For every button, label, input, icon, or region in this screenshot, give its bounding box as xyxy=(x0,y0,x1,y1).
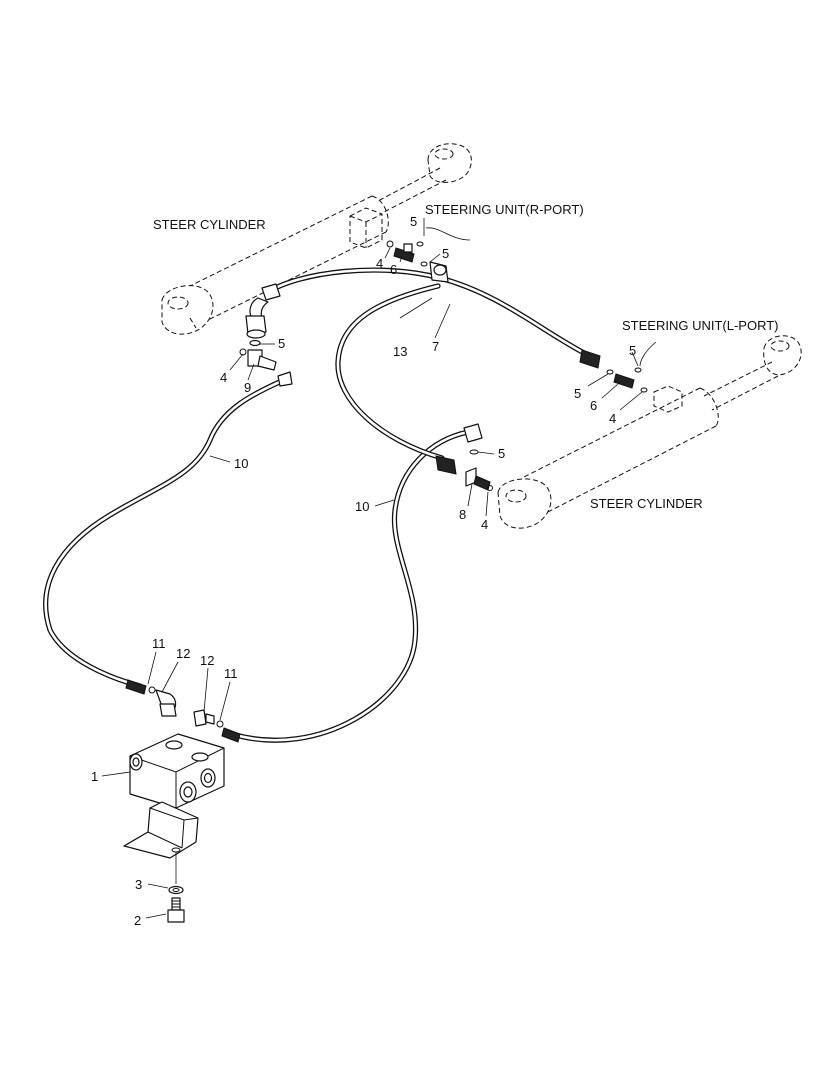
fitting-tee-8 xyxy=(435,423,493,491)
fitting-tee-6-l xyxy=(579,349,648,393)
fitting-tee-9 xyxy=(239,339,293,387)
callout-5: 5 xyxy=(278,336,285,351)
callout-11: 11 xyxy=(152,636,166,651)
callout-3: 3 xyxy=(135,877,142,892)
callout-5: 5 xyxy=(574,386,581,401)
bolt-2 xyxy=(167,897,185,923)
mounting-bracket xyxy=(123,801,199,884)
steer-cylinder-right xyxy=(497,335,802,529)
callout-5: 5 xyxy=(629,343,636,358)
callout-4: 4 xyxy=(220,370,227,385)
callout-4: 4 xyxy=(376,256,383,271)
callout-5: 5 xyxy=(410,214,417,229)
callout-6: 6 xyxy=(590,398,597,413)
callout-8: 8 xyxy=(459,507,466,522)
label-steering-unit-r-port: STEERING UNIT(R-PORT) xyxy=(425,202,584,217)
fitting-elbow-upper-left xyxy=(245,283,281,339)
washer-3 xyxy=(168,885,184,895)
callout-11: 11 xyxy=(224,666,238,681)
label-steer-cylinder-right: STEER CYLINDER xyxy=(590,496,703,511)
callout-4: 4 xyxy=(481,517,488,532)
callout-4: 4 xyxy=(609,411,616,426)
hose-10-left xyxy=(43,377,287,689)
callout-5: 5 xyxy=(498,446,505,461)
callout-2: 2 xyxy=(134,913,141,928)
callout-10: 10 xyxy=(355,499,369,514)
callout-9: 9 xyxy=(244,380,251,395)
fitting-tee-6-r xyxy=(386,240,449,283)
callout-5: 5 xyxy=(442,246,449,261)
leader-lines xyxy=(101,218,657,919)
label-steer-cylinder-left: STEER CYLINDER xyxy=(153,217,266,232)
hose-7 xyxy=(265,267,589,357)
callout-1: 1 xyxy=(91,769,98,784)
hose-13 xyxy=(335,283,445,461)
callout-12: 12 xyxy=(200,653,214,668)
callout-12: 12 xyxy=(176,646,190,661)
fitting-11-12-left xyxy=(125,679,177,717)
label-steering-unit-l-port: STEERING UNIT(L-PORT) xyxy=(622,318,779,333)
callout-7: 7 xyxy=(432,339,439,354)
hose-10-right xyxy=(229,429,471,743)
steer-cylinder-left xyxy=(161,143,472,335)
callout-6: 6 xyxy=(390,262,397,277)
callout-13: 13 xyxy=(393,344,407,359)
fitting-11-12-right xyxy=(193,709,241,743)
callout-10: 10 xyxy=(234,456,248,471)
valve-block-1 xyxy=(129,733,225,809)
